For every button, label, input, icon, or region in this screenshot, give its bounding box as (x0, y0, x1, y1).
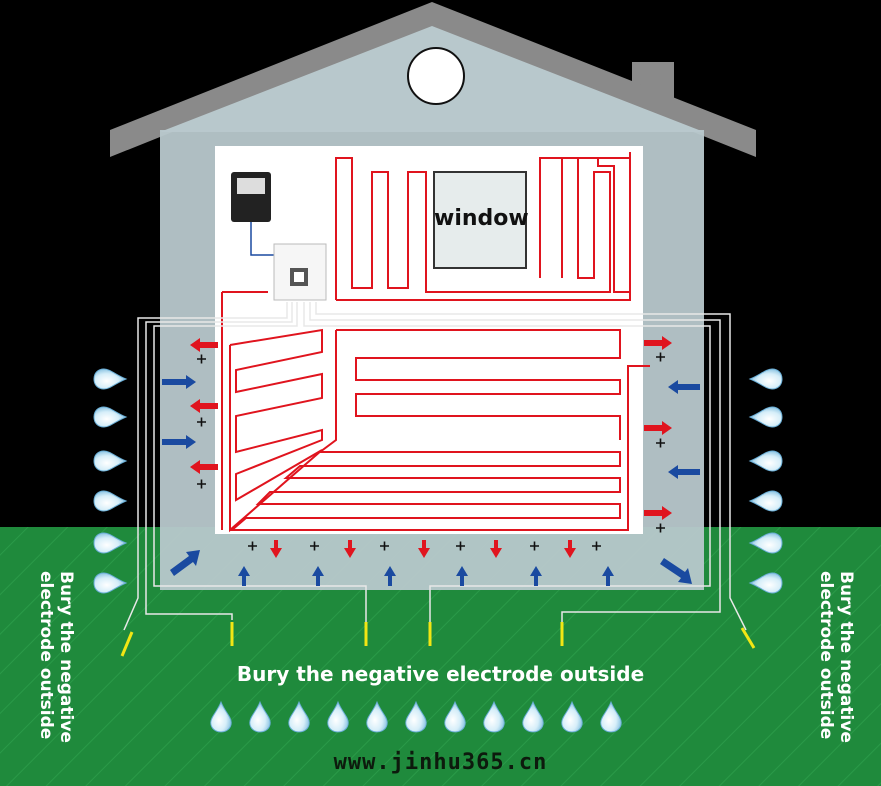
website-url: www.jinhu365.cn (333, 750, 548, 775)
red-arrow-icon (190, 336, 672, 558)
left-side-caption: Bury the negative electrode outside (36, 571, 76, 743)
blue-arrow-icon (162, 375, 700, 586)
controller-icon (231, 172, 271, 222)
right-side-caption: Bury the negative electrode outside (816, 571, 856, 743)
interior-wall (215, 146, 643, 534)
qr-code-icon (273, 243, 327, 301)
roof (110, 2, 756, 157)
window (433, 171, 527, 269)
electrode-icon (120, 622, 756, 657)
window-label: window (434, 206, 529, 231)
lead-wires (123, 302, 747, 631)
bottom-caption: Bury the negative electrode outside (236, 662, 645, 686)
heating-wire (221, 152, 650, 533)
attic-window (407, 47, 465, 105)
plus-sign-icon (197, 352, 665, 551)
